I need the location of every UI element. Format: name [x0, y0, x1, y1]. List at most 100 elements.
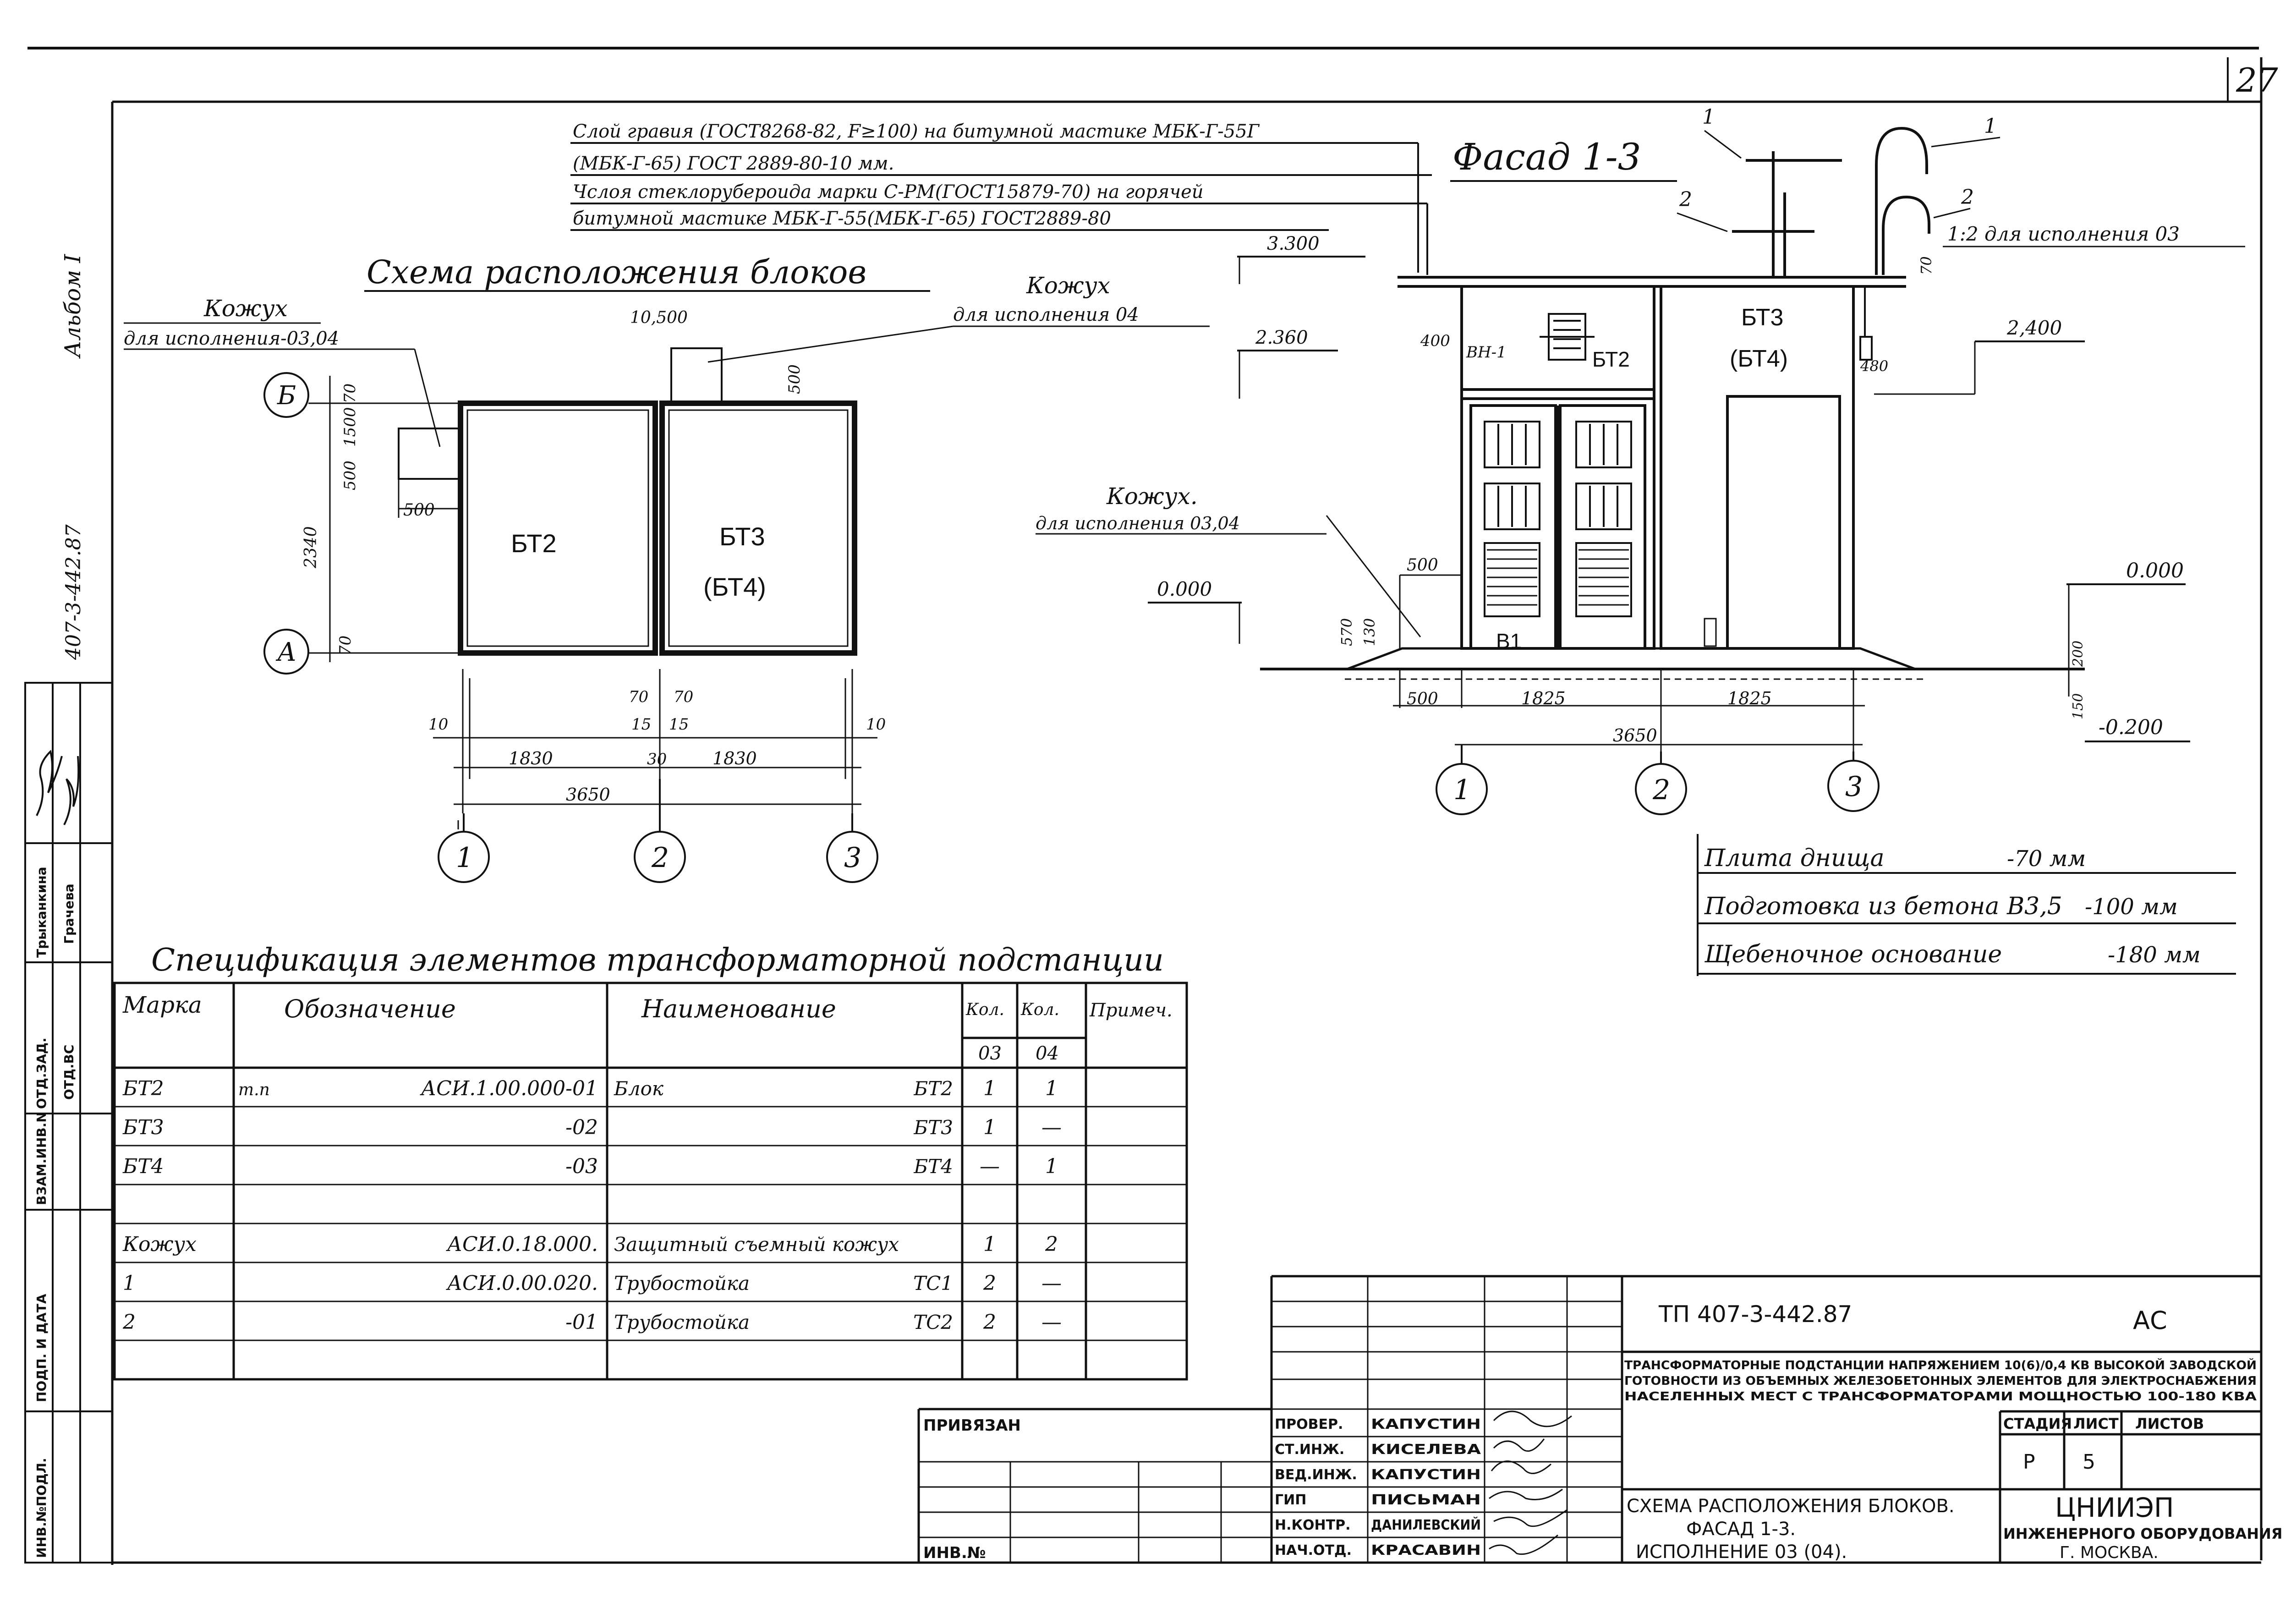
- tb-stage: Р: [2023, 1450, 2035, 1474]
- spec-cell-q03: 1: [983, 1233, 996, 1256]
- plan-dim-500b: 500: [403, 501, 435, 520]
- spec-cell-prefix: т.п: [238, 1081, 270, 1099]
- tb-org: ЦНИИЭП: [2055, 1492, 2174, 1523]
- facade-dim-200: 200: [2070, 641, 2086, 667]
- facade-vent-grille-icon: [1540, 313, 1595, 361]
- spec-cell-q04: 1: [1045, 1077, 1058, 1100]
- tb-sheets-header: ЛИСТОВ: [2135, 1415, 2204, 1432]
- side-stamp-6: ПОДП. И ДАТА: [34, 1294, 49, 1402]
- floor-layers: Плита днища -70 мм Подготовка из бетона …: [1697, 834, 2236, 976]
- elev-minus-0200: -0.200: [2099, 716, 2163, 739]
- facade-bt3-label: БТ3: [1741, 304, 1783, 331]
- spec-cell-mark: Кожух: [122, 1233, 197, 1256]
- side-stamp-5: ВЗАМ.ИНВ.N: [34, 1112, 49, 1205]
- plan-dim-500c: 500: [785, 364, 804, 394]
- plan-dim-30: 30: [647, 750, 667, 768]
- facade-axis-1-label: 1: [1453, 774, 1471, 806]
- facade-axis-3-label: 3: [1845, 771, 1863, 803]
- spec-cell-mark: БТ3: [122, 1116, 164, 1139]
- tb-role: ПРОВЕР.: [1275, 1416, 1343, 1432]
- facade-dim-1825b: 1825: [1727, 688, 1772, 708]
- spec-cell-mark: 1: [123, 1272, 136, 1295]
- facade-dim-3650: 3650: [1613, 725, 1657, 746]
- plan-dim-10b: 10: [866, 715, 886, 734]
- tb-city: Г. МОСКВА.: [2060, 1543, 2159, 1562]
- tb-org-sub: ИНЖЕНЕРНОГО ОБОРУДОВАНИЯ: [2003, 1525, 2282, 1542]
- spec-header-name: Наименование: [641, 994, 836, 1023]
- spec-cell-name2: БТ4: [913, 1155, 953, 1178]
- plan-axis-1-label: 1: [456, 842, 473, 874]
- plan-casing-right-sub: для исполнения 04: [953, 304, 1139, 325]
- spec-cell-mark: БТ4: [122, 1155, 164, 1178]
- plan-block-bt2-label: БТ2: [511, 529, 557, 558]
- spec-cell-q03: 2: [983, 1311, 996, 1334]
- spec-cell-mark: 2: [122, 1311, 136, 1334]
- layer-3-label: Щебеночное основание: [1704, 941, 2002, 968]
- layer-3-value: -180 мм: [2108, 942, 2201, 968]
- spec-cell-designation: АСИ.1.00.000-01: [420, 1077, 598, 1100]
- facade-elevation: Фасад 1-3: [1036, 105, 2245, 815]
- layer-1-value: -70 мм: [2007, 846, 2086, 872]
- spec-header-q04: 04: [1036, 1043, 1059, 1064]
- spec-cell-designation: -03: [565, 1155, 598, 1178]
- facade-casing: Кожух.: [1106, 483, 1198, 510]
- side-stamp-2: Грачева: [61, 883, 77, 944]
- roof-note-2: (МБК-Г-65) ГОСТ 2889-80-10 мм.: [573, 153, 894, 174]
- tb-inv-no: ИНВ.№: [923, 1544, 986, 1562]
- facade-dim-570: 570: [1338, 618, 1355, 646]
- axis-a-label: А: [275, 637, 296, 667]
- spec-header-q03: 03: [978, 1043, 1002, 1064]
- spec-cell-designation: -01: [565, 1311, 598, 1334]
- plan-dim-70d: 70: [674, 688, 693, 706]
- plan-title: Схема расположения блоков: [367, 253, 866, 291]
- spec-header-mark: Марка: [122, 992, 202, 1018]
- plan-casing-left: Кожух: [203, 295, 288, 322]
- roof-notes: Слой гравия (ГОСТ8268-82, F≥100) на биту…: [570, 121, 1432, 275]
- spec-cell-q03: —: [980, 1155, 1000, 1178]
- facade-ratio-note: 1:2 для исполнения 03: [1947, 223, 2180, 245]
- plan-dim-500a: 500: [341, 461, 359, 490]
- side-stamp-7: ИНВ.№ПОДЛ.: [34, 1458, 49, 1558]
- block-layout-plan: Схема расположения блоков Кожух для испо…: [124, 253, 1210, 883]
- spec-cell-designation: -02: [565, 1116, 598, 1139]
- plan-dim-10a: 10: [428, 715, 448, 734]
- page-number: 27: [2236, 61, 2278, 99]
- spec-cell-mark: БТ2: [122, 1077, 164, 1100]
- plan-block-bt2: [458, 401, 658, 656]
- facade-axis-2-label: 2: [1652, 774, 1670, 806]
- tb-name: КРАСАВИН: [1371, 1542, 1481, 1558]
- facade-dim-500b: 500: [1407, 690, 1438, 708]
- elev-0000-left: 0.000: [1157, 578, 1212, 600]
- axis-b-label: Б: [277, 381, 296, 411]
- spec-cell-q04: 2: [1045, 1233, 1058, 1256]
- plan-dim-70a: 70: [341, 384, 359, 403]
- plan-block-bt3: [659, 401, 857, 656]
- plan-casing-left-sub: для исполнения-03,04: [124, 328, 339, 349]
- spec-cell-q03: 1: [983, 1077, 996, 1100]
- axis-a-circle: [263, 629, 309, 675]
- tb-name: КАПУСТИН: [1371, 1416, 1481, 1432]
- facade-dim-70: 70: [1918, 256, 1935, 275]
- layer-1-label: Плита днища: [1704, 845, 1885, 872]
- facade-leader-2b: 2: [1961, 186, 1974, 209]
- signature-1: [36, 750, 63, 816]
- plan-dim-1830a: 1830: [509, 748, 553, 768]
- side-stamp-3: ОТД.ЗАД.: [34, 1037, 49, 1109]
- facade-dim-500: 500: [1407, 556, 1438, 575]
- facade-bt4-label: (БТ4): [1730, 346, 1788, 372]
- layer-2-value: -100 мм: [2085, 894, 2178, 920]
- spec-cell-name: Защитный съемный кожух: [614, 1233, 899, 1256]
- roof-note-1: Слой гравия (ГОСТ8268-82, F≥100) на биту…: [573, 121, 1260, 142]
- spec-cell-q04: —: [1041, 1311, 1062, 1334]
- tb-role: Н.КОНТР.: [1275, 1517, 1350, 1533]
- facade-bt2-label: БТ2: [1592, 347, 1630, 371]
- tb-role: ГИП: [1275, 1492, 1306, 1508]
- spec-cell-name2: БТ2: [913, 1077, 953, 1100]
- facade-title: Фасад 1-3: [1452, 136, 1641, 178]
- spec-table: Спецификация элементов трансформаторной …: [113, 942, 1188, 1381]
- roof-note-4: битумной мастике МБК-Г-55(МБК-Г-65) ГОСТ…: [573, 208, 1111, 229]
- spec-cell-q03: 2: [983, 1272, 996, 1295]
- facade-dim-1825a: 1825: [1521, 688, 1566, 708]
- plan-dim-1830b: 1830: [713, 748, 757, 768]
